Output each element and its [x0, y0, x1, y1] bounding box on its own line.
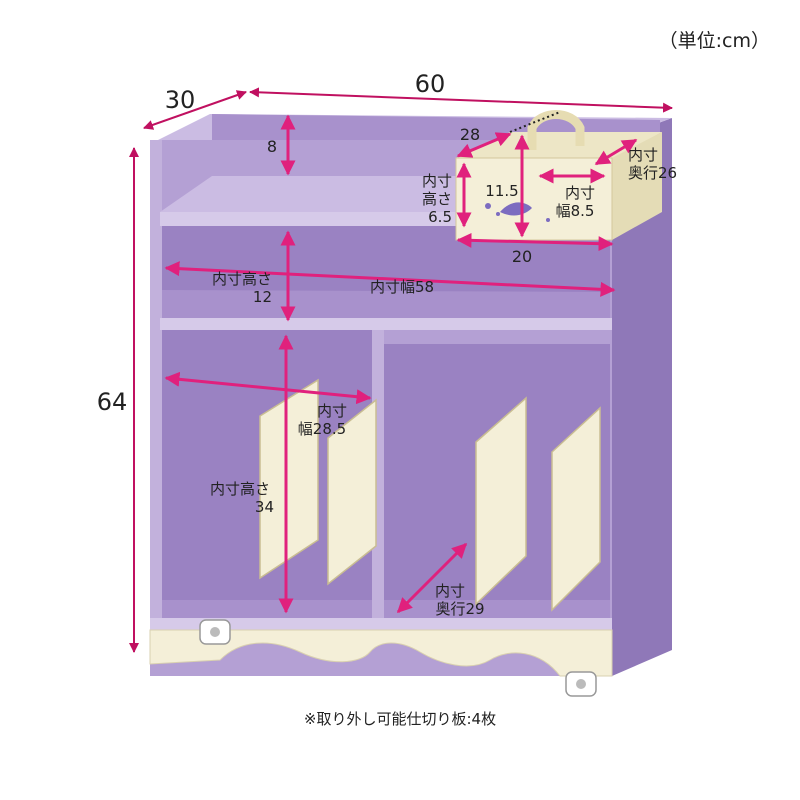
label-shelf-inner-width: 内寸幅58 [370, 278, 434, 296]
label-tray-inner-height-2: 高さ [422, 190, 452, 208]
divider-3 [475, 396, 527, 606]
divider-2 [327, 398, 377, 586]
inner-dimensions [164, 114, 638, 614]
label-lower-inner-depth-2: 奥行29 [435, 600, 484, 618]
tray-width-line [456, 232, 614, 252]
caster-front-left [199, 619, 231, 645]
tray-leader-dotted [509, 111, 561, 133]
lower-depth-line [396, 542, 468, 614]
label-tray-inner-height-1: 内寸 [422, 172, 452, 190]
label-tray-width: 20 [512, 247, 532, 266]
label-overall-width: 60 [415, 70, 446, 98]
bottom-board [150, 618, 612, 630]
depth-dimension-line [143, 90, 247, 130]
caster-front-right [565, 671, 597, 697]
label-tray-inner-width-1: 内寸 [565, 184, 595, 202]
cabinet-right-side [612, 118, 672, 676]
label-tray-inner-depth-2: 奥行26 [628, 164, 677, 182]
shelf-width-line [164, 261, 616, 297]
unit-note: （単位:cm） [658, 30, 770, 52]
tray-handle [527, 110, 585, 150]
label-lower-inner-width-2: 幅28.5 [298, 420, 346, 438]
label-tray-inner-width-2: 幅8.5 [556, 202, 595, 220]
label-lower-inner-height-2: 34 [255, 498, 274, 516]
label-lower-inner-height-1: 内寸高さ [210, 480, 270, 498]
label-shelf-inner-height-1: 内寸高さ [212, 270, 272, 288]
outer-dimensions [129, 87, 673, 653]
label-tray-depth: 28 [460, 125, 480, 144]
cream-skirt [149, 629, 613, 677]
lower-width-line [164, 371, 372, 405]
label-back-height: 8 [267, 137, 277, 156]
tray-inner-depth-line [594, 138, 638, 166]
divider-4 [551, 406, 601, 612]
width-dimension-line [249, 87, 673, 113]
label-tray-inner-depth-1: 内寸 [628, 146, 658, 164]
cabinet-left-edge [150, 140, 162, 630]
label-lower-inner-depth-1: 内寸 [435, 582, 465, 600]
label-overall-depth: 30 [165, 86, 196, 114]
label-tray-inner-height-3: 6.5 [428, 208, 452, 226]
middle-shelf-board [160, 318, 612, 330]
label-shelf-inner-height-2: 12 [253, 288, 272, 306]
footnote: ※取り外し可能仕切り板:4枚 [303, 710, 497, 728]
lower-floor [162, 600, 610, 618]
label-tray-height: 11.5 [485, 182, 518, 200]
middle-shelf-inner-floor [162, 290, 610, 318]
label-overall-height: 64 [97, 388, 128, 416]
tray-depth-line [456, 132, 512, 158]
labels: 60 30 64 8 28 内寸 高さ 6.5 11.5 内寸 幅8.5 内寸 … [97, 70, 677, 618]
label-lower-inner-width-1: 内寸 [317, 402, 347, 420]
